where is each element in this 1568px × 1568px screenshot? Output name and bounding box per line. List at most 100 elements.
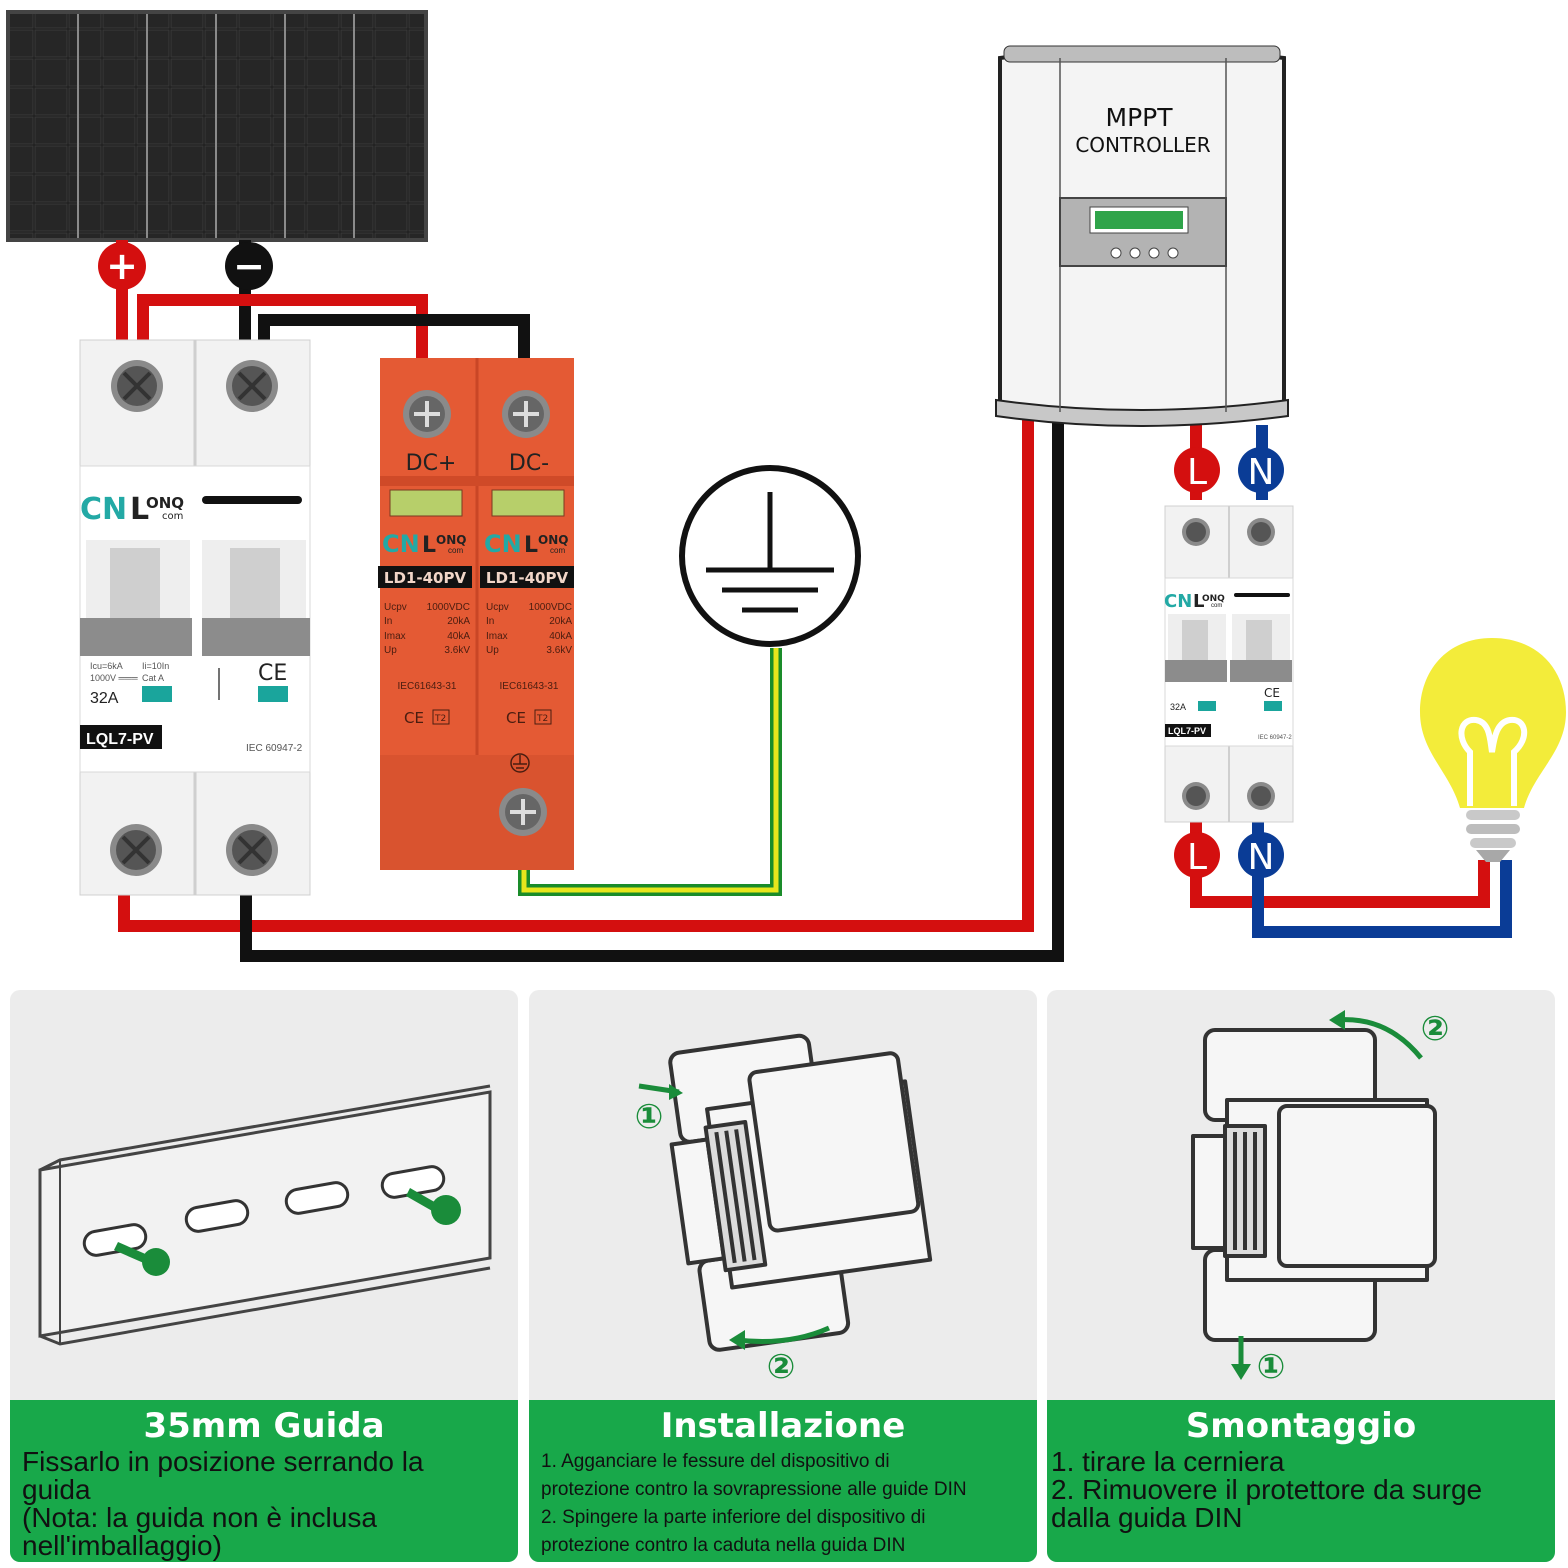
panel-title: Installazione [660,1406,906,1446]
wiring-diagram: + − CN L ONQ com Icu=6kA 1000V ═══ Ii=10… [6,10,1566,962]
svg-text:CE: CE [506,709,526,727]
svg-text:N: N [1248,837,1275,878]
panel-installation-caption: Installazione 1. Agganciare le fessure d… [529,1400,1037,1562]
svg-text:3.6kV: 3.6kV [546,645,572,656]
removal-illustration: ② ① [1191,1009,1450,1387]
brand-logo: CN [80,492,127,527]
svg-text:DC+: DC+ [406,451,457,476]
svg-text:CN: CN [382,530,420,558]
svg-text:N: N [1248,452,1275,493]
breaker-screw-bottom-2 [226,824,278,876]
breaker-model-label: LQL7-PV [86,731,154,748]
svg-text:−: − [233,244,265,288]
surge-protector: DC+ DC- CN CN L L ONQ ONQ com com LD1-40… [378,358,574,870]
ac-breaker-toggle-2[interactable] [1230,660,1292,682]
breaker-screw-top-1 [111,360,163,412]
svg-text:32A: 32A [1170,702,1186,712]
spd-model-label-1: LD1-40PV [384,569,467,587]
svg-text:40kA: 40kA [549,631,572,642]
svg-text:1000VDC: 1000VDC [529,602,572,613]
svg-text:CE: CE [258,661,287,686]
svg-text:T2: T2 [434,714,446,724]
step-2-icon: ② [767,1347,796,1387]
svg-text:In: In [486,616,494,627]
controller-button-4[interactable] [1167,247,1179,259]
svg-text:1000V ═══: 1000V ═══ [90,673,138,683]
step-2-icon: ② [1421,1009,1450,1049]
svg-text:CN: CN [1164,591,1192,612]
wire-breaker-to-spd-positive [137,294,428,360]
ac-terminal-line-bottom: L [1174,832,1220,878]
ac-breaker-toggle-1[interactable] [1165,660,1227,682]
controller-display [1095,211,1183,229]
svg-text:IEC61643-31: IEC61643-31 [398,681,457,692]
installation-illustration: ① ② [635,1033,933,1387]
svg-text:Icu=6kA: Icu=6kA [90,661,123,671]
panel-description: 1. Agganciare le fessure del dispositivo… [541,1451,967,1556]
panel-description: 1. tirare la cerniera 2. Rimuovere il pr… [1051,1446,1483,1533]
wire-dc-negative-to-controller [240,420,1064,962]
panel-description: Fissarlo in posizione serrando la guida … [22,1446,424,1561]
solar-panel [6,10,428,242]
spd-screw-earth [499,788,547,836]
svg-text:Imax: Imax [486,631,508,642]
breaker-screw-top-2 [226,360,278,412]
din-rail-illustration [38,1084,492,1346]
panel-title: Smontaggio [1185,1406,1417,1446]
svg-text:ONQ: ONQ [1202,594,1225,604]
wire-earth-stripe [521,648,779,893]
panel-removal-caption: Smontaggio 1. tirare la cerniera 2. Rimu… [1047,1400,1555,1562]
svg-text:Ucpv: Ucpv [384,602,407,613]
panel-removal: ② ① Smontaggio 1. tirare la cerniera 2. … [1047,990,1555,1562]
controller-button-1[interactable] [1110,247,1122,259]
breaker-screw-bottom-1 [110,824,162,876]
spd-screw-neg [502,390,550,438]
svg-text:L: L [130,492,149,527]
spd-screw-pos [403,390,451,438]
svg-text:L: L [1187,452,1207,493]
screw-icon [114,1188,461,1276]
svg-text:ONQ: ONQ [538,533,568,547]
svg-text:Ucpv: Ucpv [486,602,509,613]
svg-text:L: L [422,533,436,558]
panel-title: 35mm Guida [143,1406,385,1446]
panel-din-rail-caption: 35mm Guida Fissarlo in posizione serrand… [10,1400,518,1562]
svg-text:CE: CE [1264,686,1280,700]
breaker-toggle-2[interactable] [202,618,310,656]
svg-text:20kA: 20kA [447,616,470,627]
svg-text:40kA: 40kA [447,631,470,642]
controller-button-3[interactable] [1148,247,1160,259]
controller-button-2[interactable] [1129,247,1141,259]
svg-text:com: com [1211,603,1222,609]
panel-installation: ① ② Installazione 1. Agganciare le fessu… [529,990,1037,1562]
svg-text:T2: T2 [536,714,548,724]
svg-text:L: L [1193,591,1204,612]
svg-text:+: + [106,244,138,288]
svg-text:ONQ: ONQ [146,494,184,512]
svg-text:20kA: 20kA [549,616,572,627]
breaker-toggle-1[interactable] [80,618,192,656]
panel-terminal-minus: − [225,242,273,290]
svg-text:CONTROLLER: CONTROLLER [1075,133,1210,157]
ac-breaker: CN L ONQ com 32A CE LQL7-PV IEC 60947-2 [1164,505,1294,823]
ground-symbol-icon [679,465,861,647]
ac-terminal-neutral-bottom: N [1238,832,1284,878]
svg-text:32A: 32A [90,690,119,707]
svg-text:IEC 60947-2: IEC 60947-2 [246,743,303,754]
wire-ac-neutral-to-bulb [1252,820,1512,938]
svg-text:3.6kV: 3.6kV [444,645,470,656]
svg-text:Up: Up [384,645,397,656]
svg-text:com: com [550,546,565,555]
svg-text:DC-: DC- [509,451,549,476]
svg-text:com: com [162,511,183,522]
mppt-controller: MPPT CONTROLLER [995,45,1289,427]
svg-text:CN: CN [484,530,522,558]
ac-terminal-neutral-top: N [1238,447,1284,493]
svg-text:LQL7-PV: LQL7-PV [1168,726,1206,736]
svg-text:Cat A: Cat A [142,673,164,683]
step-1-icon: ① [1257,1347,1286,1387]
earth-mark-icon [510,753,530,773]
svg-text:ONQ: ONQ [436,533,466,547]
svg-text:MPPT: MPPT [1106,103,1174,132]
light-bulb-icon [1420,638,1566,862]
